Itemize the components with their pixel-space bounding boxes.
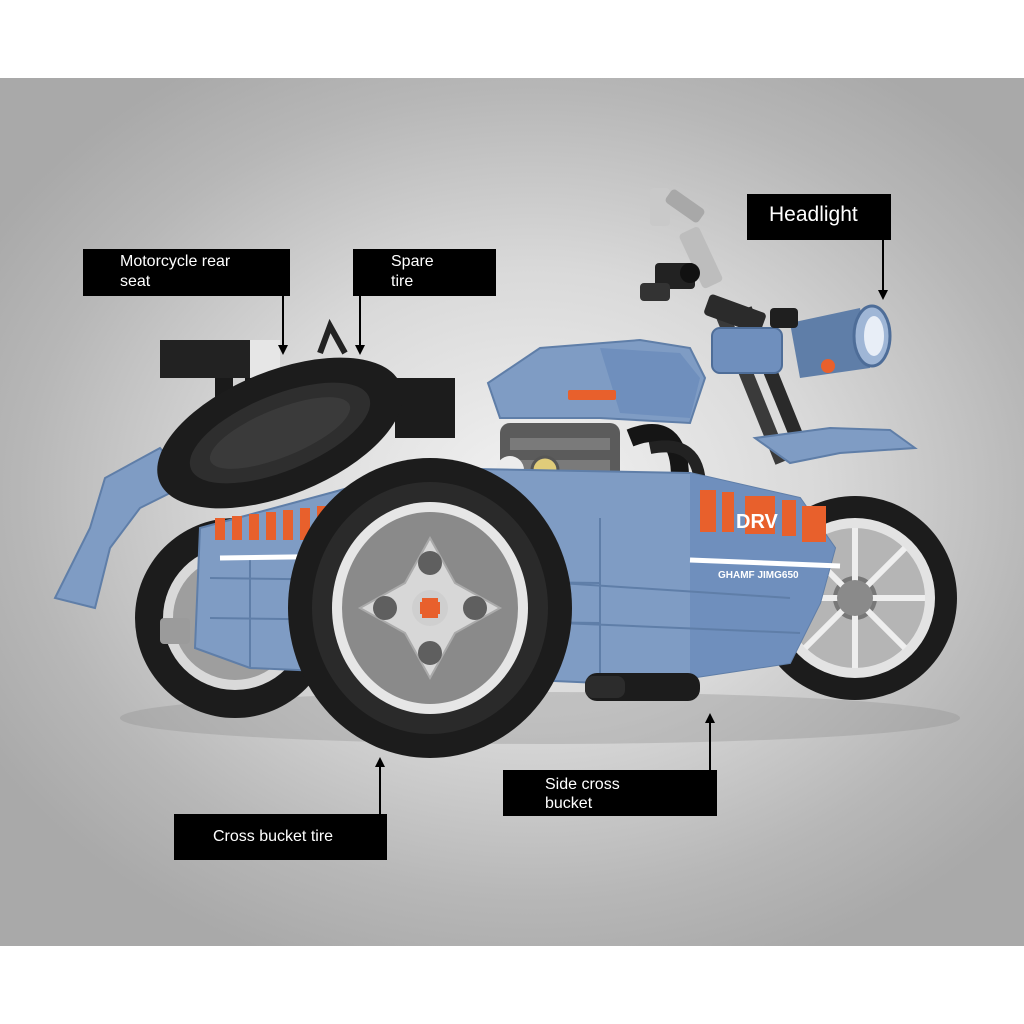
label-motorcycle-rear-seat-line2: seat [120, 273, 151, 290]
label-motorcycle-rear-seat-line1: Motorcycle rear [120, 253, 231, 270]
label-side-cross-bucket-line1: Side cross [545, 776, 620, 793]
label-headlight-text: Headlight [769, 203, 858, 226]
model-decal: GHAMF JIMG650 [718, 570, 799, 581]
handlebar [640, 188, 766, 334]
front-fender [752, 426, 918, 465]
tank-panel [600, 348, 700, 418]
label-cross-bucket-tire: Cross bucket tire [174, 814, 387, 860]
label-spare-tire-line1: Spare [391, 253, 434, 270]
label-headlight: Headlight [747, 194, 891, 240]
label-cross-bucket-tire-text: Cross bucket tire [213, 828, 334, 845]
brand-decal: DRV [736, 511, 779, 533]
cross-bucket-tire [288, 458, 572, 758]
label-side-cross-bucket-line2: bucket [545, 795, 593, 812]
exhaust-pipe [160, 618, 700, 701]
label-side-cross-bucket: Side cross bucket [503, 770, 717, 816]
label-spare-tire: Spare tire [353, 249, 496, 296]
tank-badge [568, 390, 616, 400]
label-motorcycle-rear-seat: Motorcycle rear seat [83, 249, 290, 296]
sidecar-motorcycle-illustration: DRV GHAMF JIMG650 [53, 188, 960, 758]
label-spare-tire-line2: tire [391, 273, 414, 290]
product-diagram: DRV GHAMF JIMG650 [0, 78, 1024, 946]
spare-tire [157, 357, 403, 509]
rear-fender [53, 446, 192, 610]
headlight [711, 304, 892, 378]
